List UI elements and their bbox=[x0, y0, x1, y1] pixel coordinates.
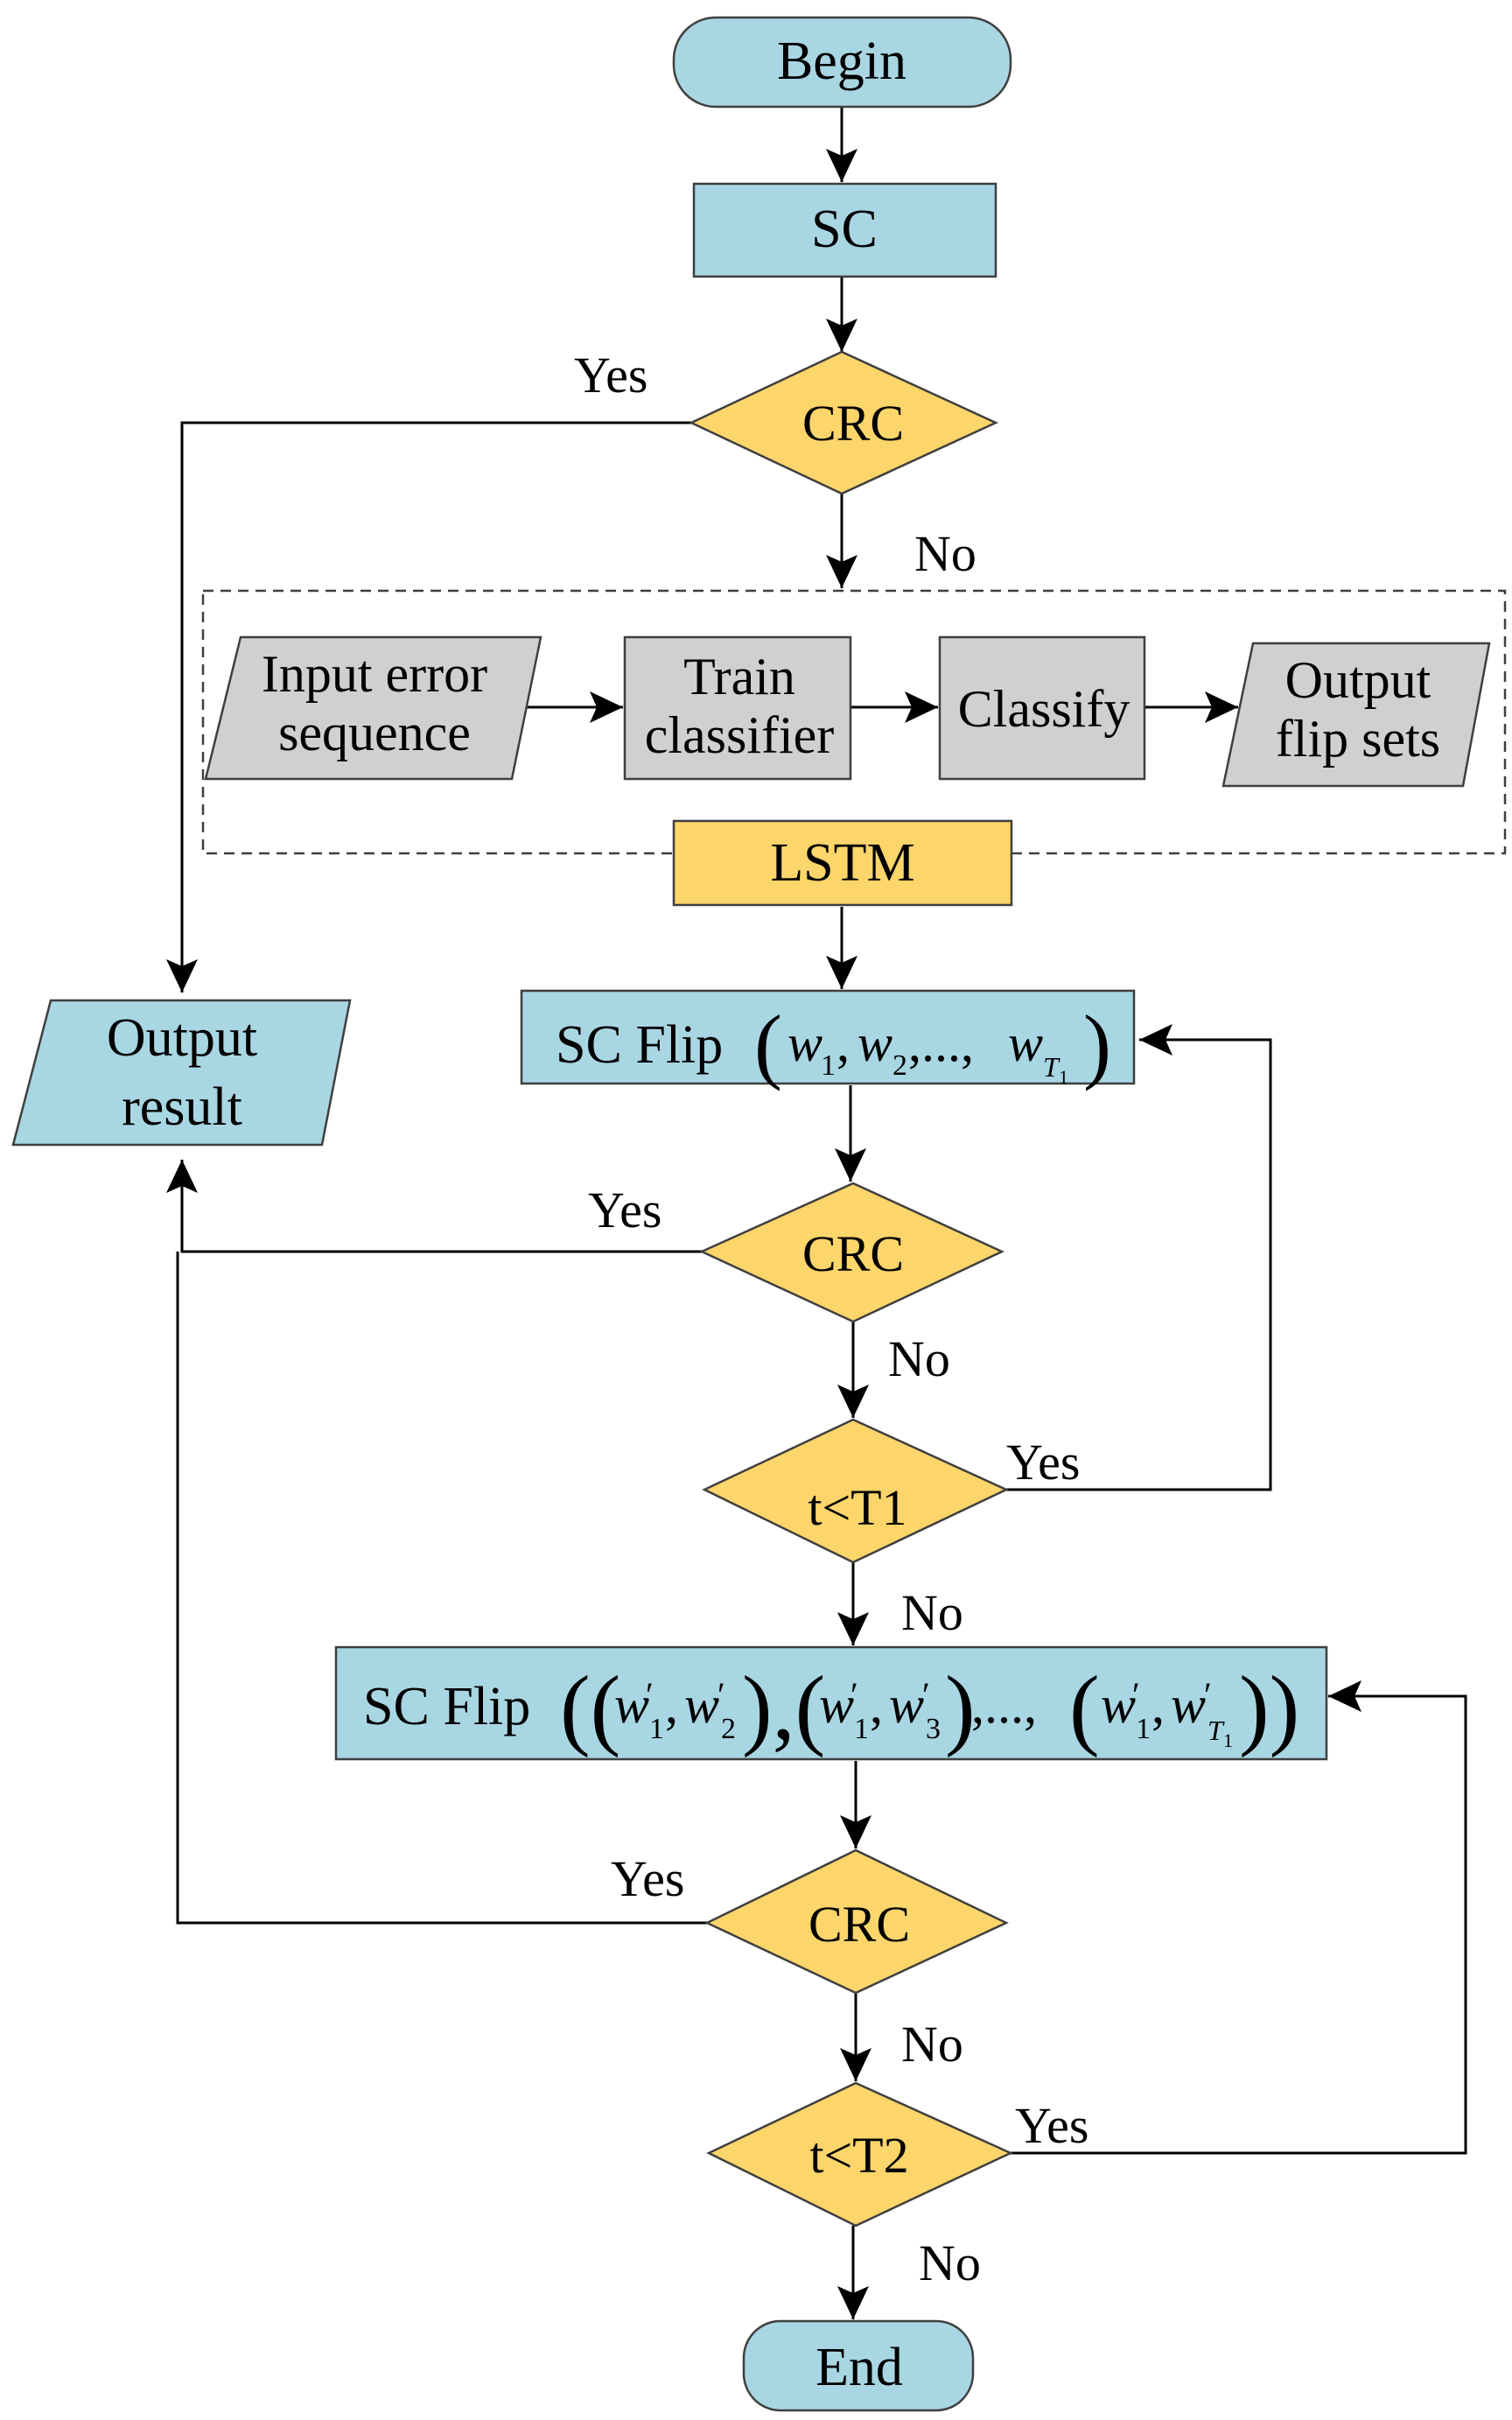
begin-label: Begin bbox=[777, 32, 906, 91]
svg-text:3: 3 bbox=[926, 1713, 941, 1745]
output-result-line1: Output bbox=[107, 1008, 257, 1068]
svg-text:′: ′ bbox=[1204, 1675, 1212, 1715]
svg-text:T: T bbox=[1208, 1715, 1225, 1746]
output-flip-line2: flip sets bbox=[1276, 710, 1440, 768]
train-line2: classifier bbox=[645, 706, 835, 764]
input-error-sequence-node: Input error sequence bbox=[204, 635, 542, 781]
svg-text:w: w bbox=[1171, 1676, 1206, 1734]
edges bbox=[166, 107, 1507, 2319]
t1-no-label: No bbox=[901, 1584, 963, 1641]
output-result-line2: result bbox=[122, 1077, 242, 1137]
edge-t1-yes bbox=[1006, 1024, 1272, 1491]
svg-text:(: ( bbox=[1069, 1658, 1100, 1758]
svg-text:w: w bbox=[1008, 1014, 1043, 1072]
svg-text:2: 2 bbox=[892, 1049, 907, 1082]
input-error-line2: sequence bbox=[278, 704, 471, 761]
svg-text:)): )) bbox=[1239, 1658, 1299, 1758]
svg-text:,...,: ,..., bbox=[908, 1014, 974, 1072]
crc1-yes-label: Yes bbox=[574, 347, 648, 403]
t1-yes-label: Yes bbox=[1006, 1434, 1080, 1491]
t2-no-label: No bbox=[919, 2234, 981, 2291]
svg-text:,: , bbox=[836, 1014, 850, 1072]
svg-text:w: w bbox=[614, 1676, 649, 1734]
output-result-node: Output result bbox=[11, 999, 352, 1147]
svg-text:1: 1 bbox=[854, 1713, 869, 1745]
svg-text:): ) bbox=[945, 1658, 976, 1758]
svg-text:w: w bbox=[1101, 1676, 1136, 1734]
input-error-line1: Input error bbox=[262, 645, 487, 703]
svg-text:((: (( bbox=[560, 1658, 620, 1758]
end-node: End bbox=[742, 2319, 975, 2412]
svg-text:′: ′ bbox=[718, 1675, 725, 1715]
crc2-no-label: No bbox=[888, 1330, 950, 1387]
svg-text:w: w bbox=[889, 1676, 924, 1734]
scflip1-label: SC Flip bbox=[556, 1015, 723, 1075]
output-flip-line1: Output bbox=[1285, 651, 1432, 709]
svg-text:1: 1 bbox=[1136, 1713, 1151, 1745]
crc3-label: CRC bbox=[808, 1896, 910, 1953]
scflip1-formula: ( w 1 , w 2 ,..., w T 1 ) bbox=[754, 998, 1111, 1091]
t2-yes-label: Yes bbox=[1015, 2097, 1088, 2154]
edge-crc1-yes bbox=[166, 421, 691, 993]
end-label: End bbox=[816, 2338, 903, 2397]
lstm-node: LSTM bbox=[672, 819, 1013, 907]
crc2-decision: CRC bbox=[698, 1182, 1004, 1323]
sc-label: SC bbox=[811, 200, 878, 259]
edge-crc3-yes bbox=[176, 1252, 707, 1925]
edge-t2-yes bbox=[1011, 1680, 1467, 2155]
svg-text:1: 1 bbox=[821, 1049, 836, 1082]
svg-text:′: ′ bbox=[1132, 1675, 1140, 1715]
crc2-yes-label: Yes bbox=[588, 1182, 662, 1238]
output-flip-sets-node: Output flip sets bbox=[1222, 642, 1491, 788]
crc1-no-label: No bbox=[914, 525, 976, 582]
train-classifier-node: Train classifier bbox=[623, 635, 852, 781]
svg-text:′: ′ bbox=[922, 1675, 930, 1715]
sc-node: SC bbox=[692, 182, 998, 278]
t-lt-t2-label: t<T2 bbox=[809, 2127, 908, 2184]
classify-node: Classify bbox=[938, 635, 1146, 781]
svg-text:),(: ),( bbox=[742, 1658, 825, 1758]
lstm-label: LSTM bbox=[770, 833, 914, 893]
svg-text:w: w bbox=[819, 1676, 854, 1734]
svg-text:′: ′ bbox=[646, 1675, 654, 1715]
svg-text:T: T bbox=[1043, 1051, 1060, 1083]
svg-text:1: 1 bbox=[1223, 1729, 1233, 1751]
t-lt-t1-decision: t<T1 bbox=[702, 1418, 1009, 1564]
edge-crc2-yes bbox=[166, 1160, 702, 1253]
svg-text:,: , bbox=[665, 1676, 678, 1734]
crc3-no-label: No bbox=[901, 2016, 963, 2073]
svg-text:′: ′ bbox=[850, 1675, 858, 1715]
svg-text:1: 1 bbox=[1059, 1066, 1068, 1088]
svg-text:(: ( bbox=[754, 998, 782, 1091]
classify-label: Classify bbox=[958, 680, 1130, 738]
crc1-label: CRC bbox=[802, 395, 904, 452]
svg-text:w: w bbox=[684, 1676, 719, 1734]
train-line1: Train bbox=[683, 648, 795, 705]
scflip2-node: SC Flip (( w ′ 1 , w ′ 2 ),( w ′ 1 , w ′… bbox=[334, 1645, 1328, 1761]
crc1-decision: CRC bbox=[689, 350, 998, 495]
svg-text:1: 1 bbox=[649, 1713, 664, 1745]
crc3-yes-label: Yes bbox=[611, 1850, 684, 1907]
svg-text:,...,: ,..., bbox=[971, 1676, 1037, 1734]
svg-text:,: , bbox=[870, 1676, 883, 1734]
crc2-label: CRC bbox=[802, 1225, 904, 1282]
scflip2-formula: (( w ′ 1 , w ′ 2 ),( w ′ 1 , w ′ 3 ) ,..… bbox=[560, 1658, 1299, 1758]
svg-text:): ) bbox=[1083, 998, 1111, 1091]
svg-text:,: , bbox=[1152, 1676, 1165, 1734]
crc3-decision: CRC bbox=[704, 1848, 1009, 1995]
svg-text:w: w bbox=[858, 1014, 892, 1072]
begin-node: Begin bbox=[672, 16, 1012, 109]
scflip2-label: SC Flip bbox=[363, 1677, 530, 1736]
scflip1-node: SC Flip ( w 1 , w 2 ,..., w T 1 ) bbox=[520, 989, 1136, 1091]
t-lt-t2-decision: t<T2 bbox=[706, 2081, 1013, 2227]
svg-text:2: 2 bbox=[721, 1713, 736, 1745]
svg-text:w: w bbox=[788, 1014, 822, 1072]
t-lt-t1-label: t<T1 bbox=[808, 1479, 906, 1536]
